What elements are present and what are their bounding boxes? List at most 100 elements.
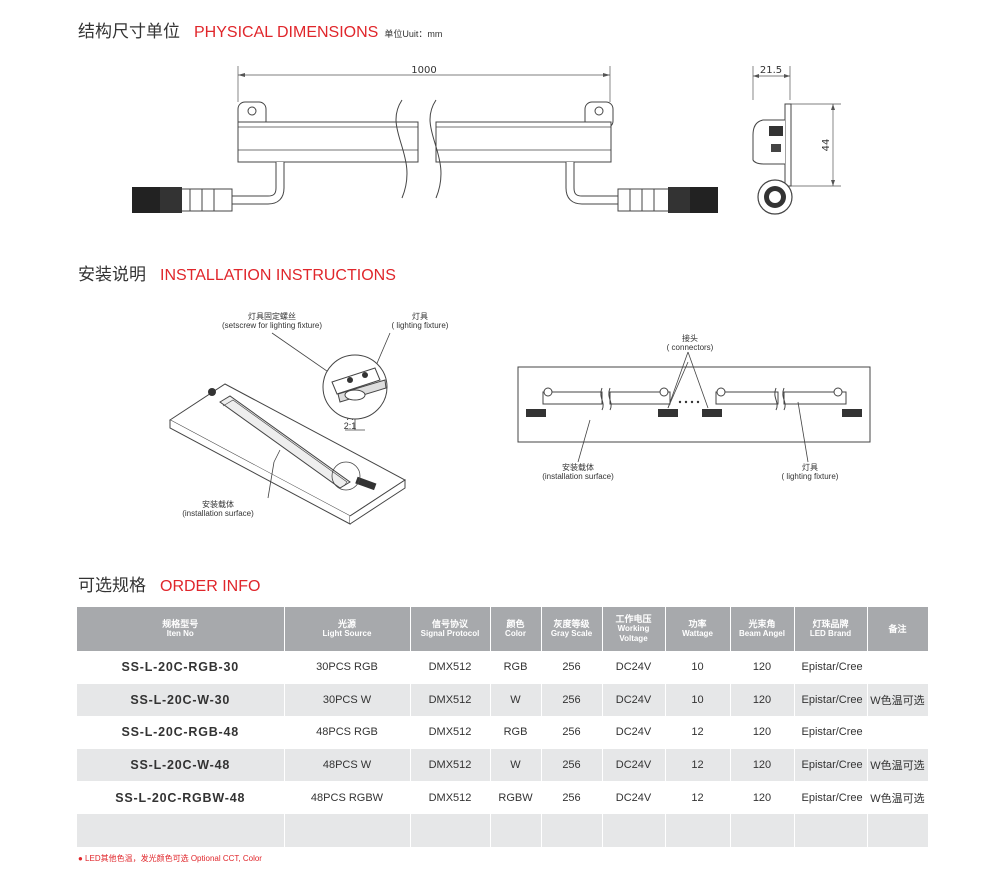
cell-model: SS-L-20C-RGB-30 bbox=[77, 651, 285, 684]
cell-empty bbox=[77, 813, 285, 847]
cell-wattage: 12 bbox=[665, 748, 731, 782]
connector-label: 接头 ( connectors) bbox=[650, 334, 730, 352]
fixture-label-left: 灯具 ( lighting fixture) bbox=[380, 312, 460, 330]
installation-title-en: INSTALLATION INSTRUCTIONS bbox=[160, 267, 396, 284]
cell-gray: 256 bbox=[541, 781, 603, 814]
cell-wattage: 12 bbox=[665, 781, 731, 814]
cell-remark bbox=[867, 716, 929, 749]
cell-color: RGB bbox=[490, 651, 542, 684]
cell-empty bbox=[284, 813, 411, 847]
cell-empty bbox=[730, 813, 795, 847]
col-header-remark: 备注 bbox=[867, 607, 929, 651]
cell-beam: 120 bbox=[730, 683, 795, 717]
cell-voltage: DC24V bbox=[602, 748, 666, 782]
isometric-install-drawing bbox=[169, 332, 406, 525]
cell-empty bbox=[410, 813, 491, 847]
unit-label: 单位Uuit：mm bbox=[384, 29, 443, 39]
screw-label-zh: 灯具固定螺丝 bbox=[248, 312, 296, 321]
cell-wattage: 12 bbox=[665, 716, 731, 749]
dimensions-title: 结构尺寸单位 PHYSICAL DIMENSIONS 单位Uuit：mm bbox=[78, 17, 442, 42]
cell-remark: W色温可选 bbox=[867, 781, 929, 814]
cell-brand: Epistar/Cree bbox=[794, 781, 868, 814]
cell-signal: DMX512 bbox=[410, 748, 491, 782]
cell-model: SS-L-20C-RGB-48 bbox=[77, 716, 285, 749]
table-row: SS-L-20C-RGB-48 48PCS RGB DMX512 RGB 256… bbox=[77, 716, 929, 749]
surface-label-right-en: (installation surface) bbox=[542, 472, 614, 481]
cell-color: W bbox=[490, 683, 542, 717]
installation-title: 安装说明 INSTALLATION INSTRUCTIONS bbox=[78, 260, 396, 285]
cell-light-source: 30PCS W bbox=[284, 683, 411, 717]
cell-voltage: DC24V bbox=[602, 781, 666, 814]
cell-remark bbox=[867, 651, 929, 684]
surface-label-zh: 安装载体 bbox=[202, 500, 234, 509]
cell-light-source: 48PCS W bbox=[284, 748, 411, 782]
width-label: 21.5 bbox=[760, 65, 782, 76]
cell-voltage: DC24V bbox=[602, 651, 666, 684]
cell-voltage: DC24V bbox=[602, 683, 666, 717]
cell-wattage: 10 bbox=[665, 651, 731, 684]
table-row: SS-L-20C-W-30 30PCS W DMX512 W 256 DC24V… bbox=[77, 683, 929, 717]
fixture-label-zh: 灯具 bbox=[412, 312, 428, 321]
cell-signal: DMX512 bbox=[410, 716, 491, 749]
cell-model: SS-L-20C-W-30 bbox=[77, 683, 285, 717]
cell-model: SS-L-20C-W-48 bbox=[77, 748, 285, 782]
table-row-empty bbox=[77, 813, 929, 847]
dimensions-title-zh: 结构尺寸单位 bbox=[78, 22, 180, 41]
cell-brand: Epistar/Cree bbox=[794, 748, 868, 782]
cell-remark: W色温可选 bbox=[867, 683, 929, 717]
cell-empty bbox=[867, 813, 929, 847]
cell-light-source: 30PCS RGB bbox=[284, 651, 411, 684]
detail-scale: 2:1 bbox=[343, 421, 357, 431]
front-view-drawing: 1000 bbox=[132, 65, 718, 213]
cell-gray: 256 bbox=[541, 683, 603, 717]
order-title-en: ORDER INFO bbox=[160, 578, 261, 595]
fixture-label-right-zh: 灯具 bbox=[802, 463, 818, 472]
cell-empty bbox=[794, 813, 868, 847]
dimensions-title-en: PHYSICAL DIMENSIONS bbox=[194, 24, 379, 41]
cell-voltage: DC24V bbox=[602, 716, 666, 749]
cell-color: RGB bbox=[490, 716, 542, 749]
cell-remark: W色温可选 bbox=[867, 748, 929, 782]
installation-title-zh: 安装说明 bbox=[78, 265, 146, 284]
cell-signal: DMX512 bbox=[410, 781, 491, 814]
cell-color: W bbox=[490, 748, 542, 782]
connector-label-zh: 接头 bbox=[682, 334, 698, 343]
cell-signal: DMX512 bbox=[410, 651, 491, 684]
cell-empty bbox=[602, 813, 666, 847]
cell-empty bbox=[490, 813, 542, 847]
cell-beam: 120 bbox=[730, 781, 795, 814]
cell-light-source: 48PCS RGBW bbox=[284, 781, 411, 814]
table-row: SS-L-20C-RGB-30 30PCS RGB DMX512 RGB 256… bbox=[77, 651, 929, 684]
cell-signal: DMX512 bbox=[410, 683, 491, 717]
cell-beam: 120 bbox=[730, 748, 795, 782]
cell-gray: 256 bbox=[541, 651, 603, 684]
surface-label-left: 安装载体 (installation surface) bbox=[168, 500, 268, 518]
connector-label-en: ( connectors) bbox=[666, 343, 714, 352]
cell-brand: Epistar/Cree bbox=[794, 651, 868, 684]
order-note: ● LED其他色温，发光颜色可选 Optional CCT, Color bbox=[78, 854, 262, 863]
fixture-label-right-en: ( lighting fixture) bbox=[781, 472, 839, 481]
screw-label: 灯具固定螺丝 (setscrew for lighting fixture) bbox=[207, 312, 337, 330]
order-title-zh: 可选规格 bbox=[78, 576, 146, 595]
cell-model: SS-L-20C-RGBW-48 bbox=[77, 781, 285, 814]
surface-label-right: 安装载体 (installation surface) bbox=[528, 463, 628, 481]
fixture-label-en: ( lighting fixture) bbox=[391, 321, 449, 330]
order-title: 可选规格 ORDER INFO bbox=[78, 571, 260, 596]
cell-empty bbox=[665, 813, 731, 847]
cell-wattage: 10 bbox=[665, 683, 731, 717]
cell-beam: 120 bbox=[730, 716, 795, 749]
cell-empty bbox=[541, 813, 603, 847]
cell-brand: Epistar/Cree bbox=[794, 716, 868, 749]
screw-label-en: (setscrew for lighting fixture) bbox=[221, 321, 323, 330]
cell-gray: 256 bbox=[541, 748, 603, 782]
length-label: 1000 bbox=[411, 65, 436, 76]
